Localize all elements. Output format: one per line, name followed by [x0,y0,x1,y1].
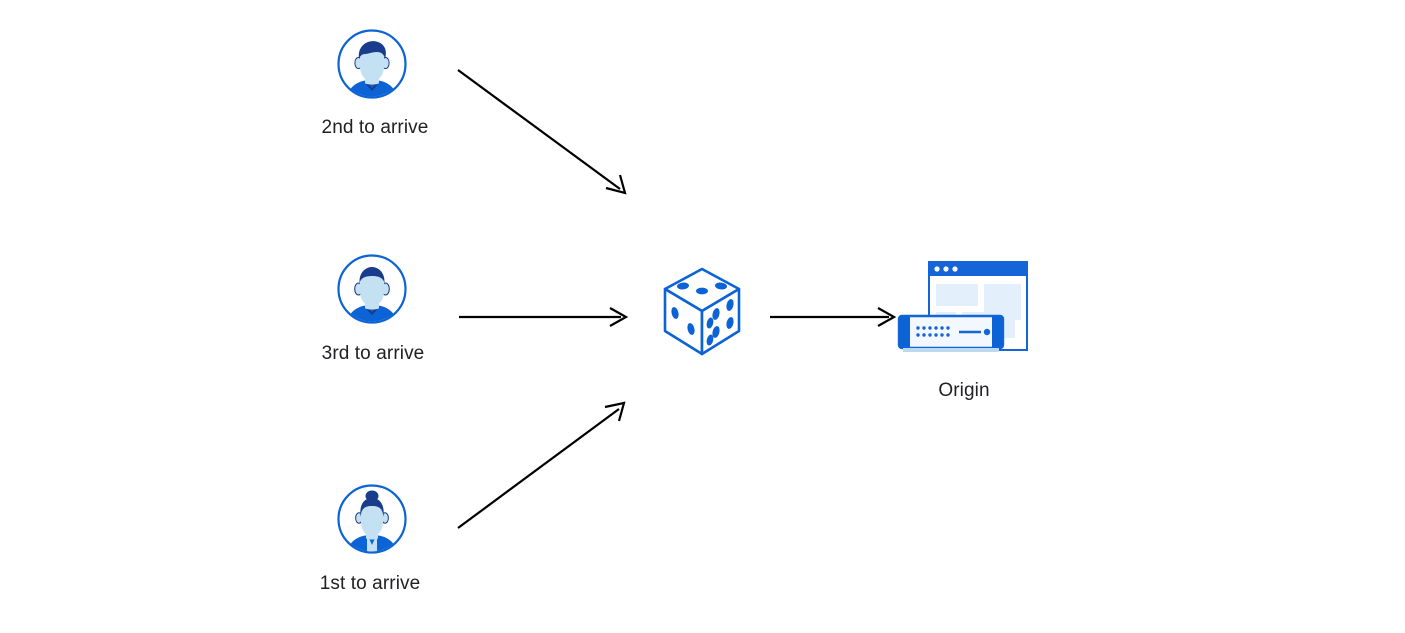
arrow-client-middle-to-dice-head [609,307,629,327]
dice-icon [660,266,744,358]
origin-server-browser-icon [893,258,1033,358]
user-avatar-male-icon [336,28,408,100]
origin-label: Origin [938,380,990,401]
arrow-client-bottom-to-dice-line [457,408,620,529]
client-middle-label: 3rd to arrive [321,343,425,364]
client-bottom-label: 1st to arrive [319,573,421,594]
arrow-client-top-to-dice-head [605,174,627,195]
user-avatar-male-icon [336,253,408,325]
arrow-client-bottom-to-dice-head [604,401,626,422]
client-top-label: 2nd to arrive [321,117,429,138]
user-avatar-female-icon [336,483,408,555]
server-router-icon [897,314,1005,352]
arrow-dice-to-origin-head [877,307,897,327]
arrow-client-top-to-dice-line [457,69,621,190]
